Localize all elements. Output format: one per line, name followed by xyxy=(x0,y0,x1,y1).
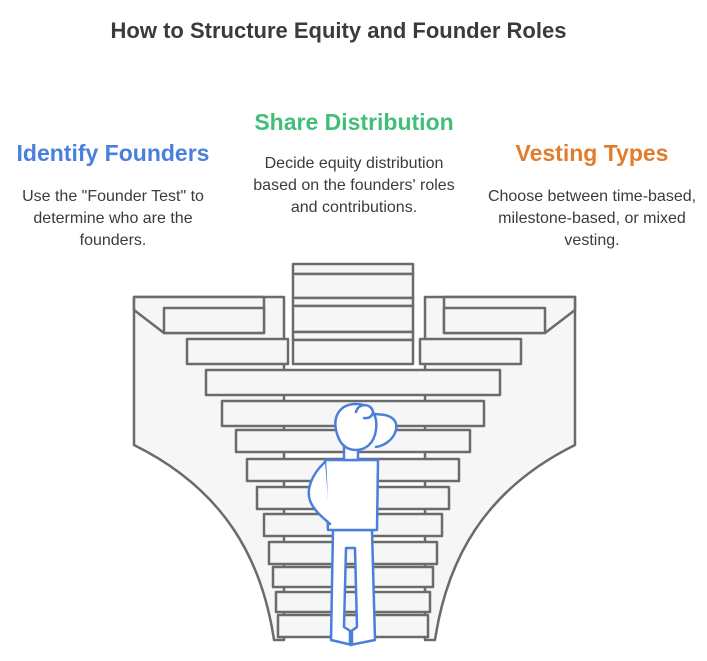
stair-1 xyxy=(204,368,502,397)
person-thinking-icon xyxy=(307,402,398,647)
column-block-4 xyxy=(291,304,415,334)
column-block-1 xyxy=(291,262,415,276)
stair-9 xyxy=(274,590,432,614)
stair-8 xyxy=(271,565,435,589)
desc-vesting-types: Choose between time-based, milestone-bas… xyxy=(487,188,697,249)
heading-share-distribution: Share Distribution xyxy=(254,109,454,135)
left-step-2 xyxy=(185,337,290,366)
heading-vesting-types: Vesting Types xyxy=(515,140,669,166)
left-landing-front xyxy=(162,306,266,335)
column-block-6 xyxy=(291,338,415,366)
desc-share-distribution: Decide equity distribution based on the … xyxy=(253,155,455,216)
heading-identify-founders: Identify Founders xyxy=(16,140,210,166)
desc-identify-founders: Use the "Founder Test" to determine who … xyxy=(22,188,204,249)
right-landing-front xyxy=(442,306,547,335)
column-block-2 xyxy=(291,272,415,300)
right-step-2 xyxy=(418,337,523,366)
diagram-title: How to Structure Equity and Founder Role… xyxy=(110,18,567,43)
